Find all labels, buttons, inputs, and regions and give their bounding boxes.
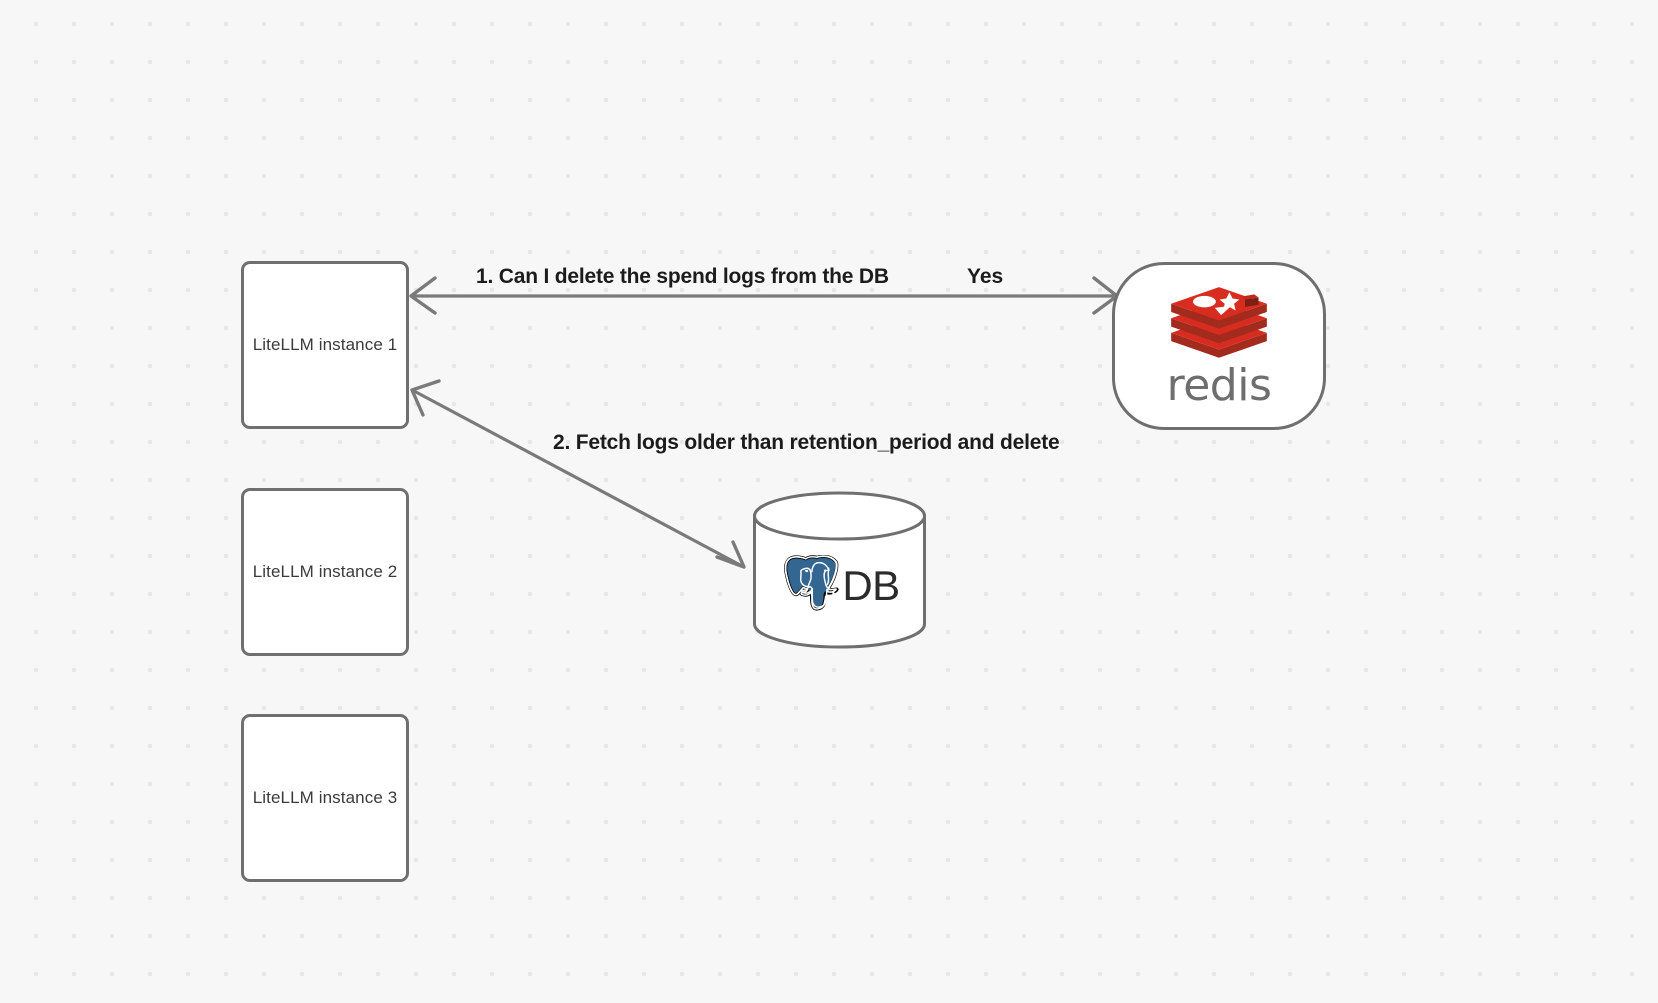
node-label: LiteLLM instance 3 <box>252 788 398 807</box>
edge-label-step-1: 1. Can I delete the spend logs from the … <box>476 265 889 288</box>
edge-label-yes: Yes <box>967 265 1004 288</box>
arrowhead-left <box>409 276 437 315</box>
node-label: LiteLLM instance 1 <box>252 335 398 354</box>
arrowhead-upleft <box>410 379 441 417</box>
redis-wordmark: redis <box>1166 359 1272 411</box>
database-cylinder-shape <box>753 491 926 649</box>
node-litellm-instance-1[interactable]: LiteLLM instance 1 <box>241 261 409 429</box>
node-redis[interactable]: redis <box>1112 262 1326 430</box>
node-label: LiteLLM instance 2 <box>252 562 398 581</box>
postgresql-elephant-icon <box>784 555 839 611</box>
node-litellm-instance-3[interactable]: LiteLLM instance 3 <box>241 714 409 882</box>
database-label-group: DB <box>752 543 927 629</box>
redis-logo-icon <box>1171 286 1267 358</box>
edge-label-step-2: 2. Fetch logs older than retention_perio… <box>553 431 1060 454</box>
arrowhead-downright <box>715 540 746 569</box>
edge-instance1-database <box>410 379 746 569</box>
node-litellm-instance-2[interactable]: LiteLLM instance 2 <box>241 488 409 656</box>
node-database[interactable]: DB <box>752 491 927 649</box>
database-label: DB <box>842 562 900 609</box>
